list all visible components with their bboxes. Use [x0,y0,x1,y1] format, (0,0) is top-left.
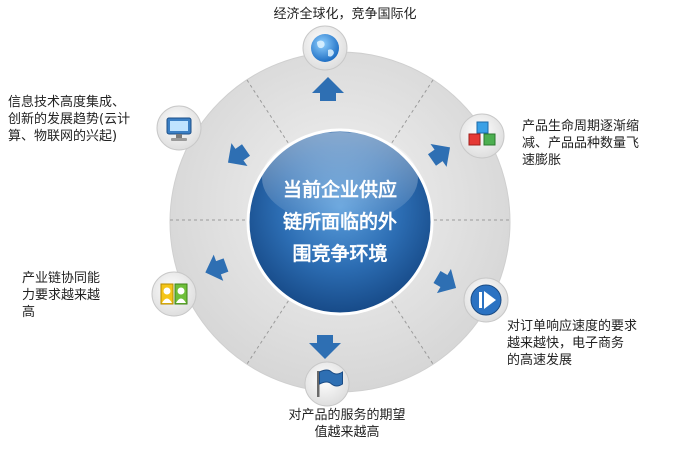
arrow-up [312,77,344,101]
arrow-lower-left [205,254,229,281]
label-order-response: 对订单响应速度的要求 越来越快，电子商务 的高速发展 [507,319,638,368]
center-circle: 当前企业供应 链所面临的外 围竞争环境 [246,128,434,316]
center-line-1: 当前企业供应 [283,178,397,201]
arrow-upper-right [427,143,451,167]
arrow-upper-left [227,143,251,167]
center-gloss [262,132,418,224]
globe-icon [302,25,348,71]
center-line-3: 围竞争环境 [292,242,387,265]
cubes-icon [459,113,505,159]
arrow-down [309,335,341,359]
arrow-lower-right [433,268,457,294]
arrows [205,77,457,359]
label-collaboration: 产业链协同能 力要求越来越 高 [22,271,101,320]
label-product-lifecycle: 产品生命周期逐渐缩 减、产品品种数量飞 速膨胀 [522,119,640,168]
people-icon [151,271,197,317]
monitor-icon [156,105,202,151]
flag-icon [304,361,350,407]
label-globalization: 经济全球化，竞争国际化 [273,7,417,22]
label-service-expectation: 对产品的服务的期望 值越来越高 [288,408,406,440]
center-line-2: 链所面临的外 [283,210,397,233]
label-it-integration: 信息技术高度集成、 创新的发展趋势(云计 算、物联网的兴起) [8,95,131,144]
play-icon [463,277,509,323]
